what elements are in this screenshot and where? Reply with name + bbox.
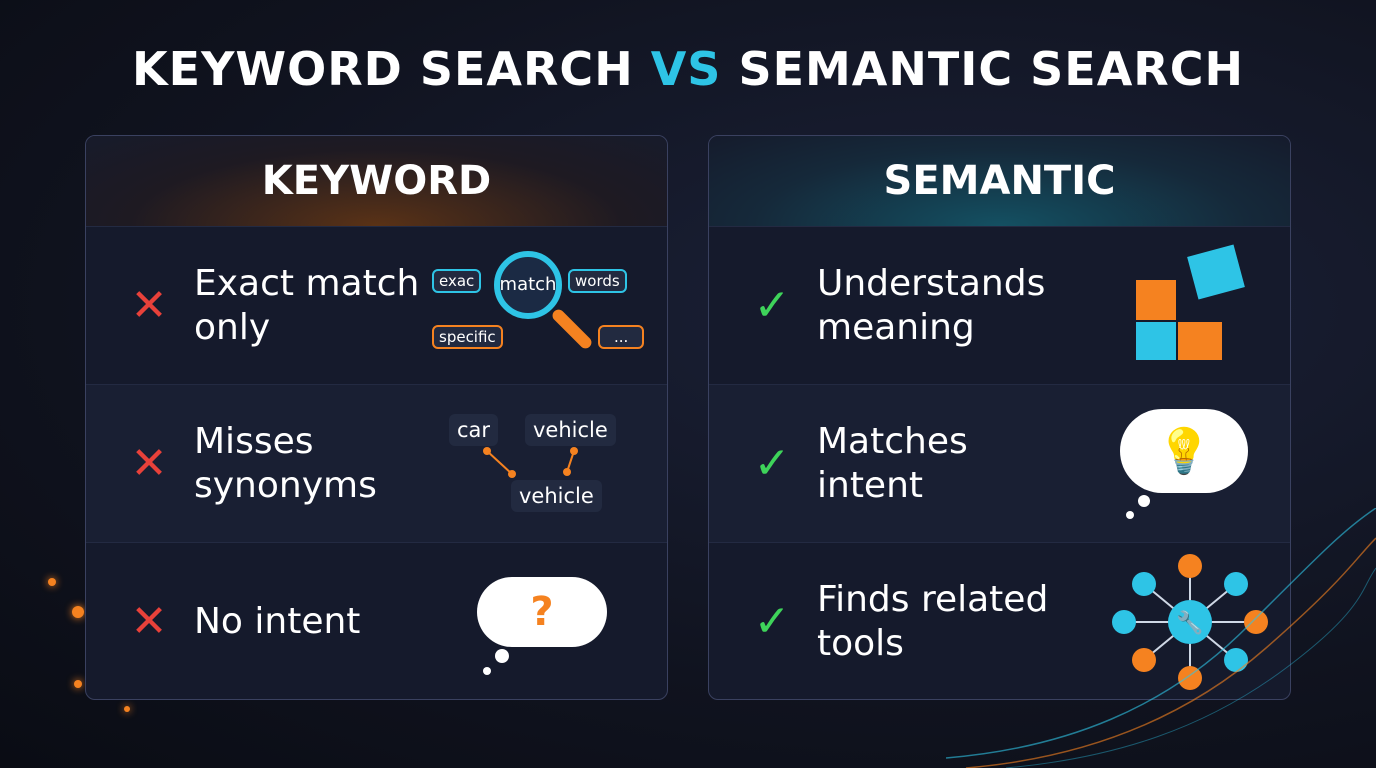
tag: vehicle	[511, 479, 602, 512]
glow-dot	[74, 680, 82, 688]
item-text: Matches intent	[817, 420, 968, 506]
list-item: ✓ Finds related tools 🔧	[709, 542, 1290, 699]
list-item: ✓ Matches intent 💡	[709, 384, 1290, 542]
tag: car	[449, 413, 499, 446]
item-text: Finds related tools	[817, 578, 1049, 664]
keyword-panel: KEYWORD ✕ Exact match only exac words sp…	[85, 135, 668, 700]
item-text: Understands meaning	[817, 262, 1046, 348]
magnifier-icon: match	[494, 250, 562, 319]
glow-dot	[48, 578, 56, 586]
x-mark-icon: ✕	[130, 438, 168, 489]
x-mark-icon: ✕	[130, 596, 168, 647]
x-mark-icon: ✕	[130, 280, 168, 331]
item-text: Exact match only	[194, 262, 420, 348]
synonym-links	[483, 446, 578, 478]
list-item: ✕ Misses synonyms car vehicle vehicle	[86, 384, 667, 542]
magnifier-illustration: exac words specific ... match	[432, 250, 652, 361]
decorative-waves	[946, 508, 1376, 768]
tag: specific	[432, 324, 503, 349]
synonym-illustration: car vehicle vehicle	[449, 413, 639, 514]
item-text: Misses synonyms	[194, 420, 377, 506]
check-icon: ✓	[753, 280, 791, 331]
title-right: SEMANTIC SEARCH	[738, 42, 1244, 96]
tag: exac	[432, 268, 482, 293]
keyword-heading: KEYWORD	[86, 136, 667, 226]
tag: words	[568, 268, 627, 293]
svg-text:🔧: 🔧	[1176, 609, 1203, 636]
check-icon: ✓	[753, 438, 791, 489]
title-left: KEYWORD SEARCH	[132, 42, 634, 96]
tag: vehicle	[525, 413, 616, 446]
check-icon: ✓	[753, 596, 791, 647]
semantic-heading: SEMANTIC	[709, 136, 1290, 226]
list-item: ✓ Understands meaning	[709, 226, 1290, 384]
question-mark: ?	[477, 576, 607, 647]
semantic-panel: SEMANTIC ✓ Understands meaning ✓ Matches…	[708, 135, 1291, 700]
tag: match	[499, 274, 557, 295]
puzzle-icon	[1136, 244, 1248, 362]
tag: ...	[598, 324, 645, 349]
lightbulb-thought-icon: 💡	[1120, 408, 1250, 519]
page-title: KEYWORD SEARCH VS SEMANTIC SEARCH	[0, 42, 1376, 96]
tool-network-icon: 🔧	[1112, 553, 1268, 690]
thought-cloud-icon: ?	[477, 567, 617, 677]
title-vs: VS	[650, 42, 722, 96]
item-text: No intent	[194, 600, 361, 642]
list-item: ✕ No intent ?	[86, 542, 667, 699]
list-item: ✕ Exact match only exac words specific .…	[86, 226, 667, 384]
glow-dot	[72, 606, 84, 618]
glow-dot	[124, 706, 130, 712]
magnifier-handle	[550, 306, 594, 351]
